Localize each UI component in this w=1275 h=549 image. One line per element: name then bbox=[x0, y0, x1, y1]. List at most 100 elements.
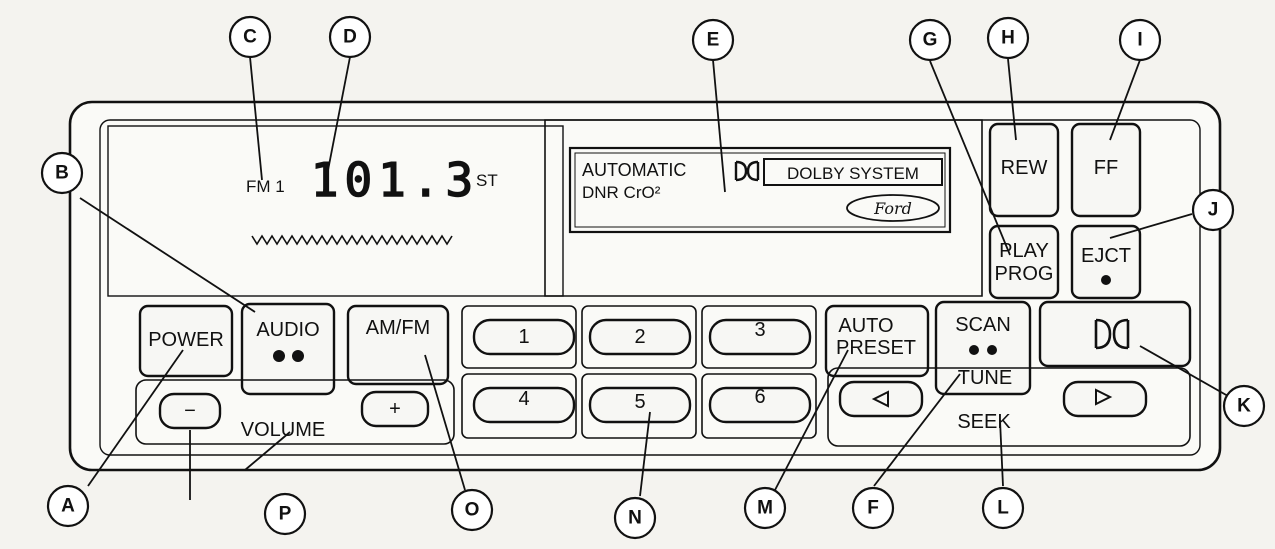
svg-text:J: J bbox=[1208, 200, 1219, 221]
svg-text:N: N bbox=[628, 508, 642, 529]
dolby-system-label: DOLBY SYSTEM bbox=[787, 164, 919, 183]
svg-text:F: F bbox=[867, 498, 879, 519]
automatic-label: AUTOMATIC bbox=[582, 160, 686, 180]
preset-3-label: 3 bbox=[754, 319, 765, 341]
eject-label: EJCT bbox=[1081, 245, 1131, 267]
preset-2-button[interactable] bbox=[588, 318, 692, 356]
preset-4-label: 4 bbox=[518, 388, 529, 410]
preset-1-frame bbox=[461, 305, 577, 369]
play-prog-button[interactable] bbox=[988, 224, 1060, 300]
play-prog-label-1: PLAY bbox=[999, 240, 1049, 262]
callout-p: P bbox=[263, 492, 307, 536]
dolby-system-box bbox=[763, 158, 943, 186]
callout-o: O bbox=[450, 488, 494, 532]
signal-meter bbox=[251, 234, 453, 246]
preset-6-label: 6 bbox=[754, 386, 765, 408]
preset-3-button[interactable] bbox=[708, 318, 812, 356]
preset-5-frame bbox=[581, 373, 697, 439]
svg-text:B: B bbox=[55, 163, 69, 184]
tune-label: TUNE bbox=[958, 367, 1012, 389]
svg-text:M: M bbox=[757, 498, 773, 519]
scan-label: SCAN bbox=[955, 314, 1011, 336]
svg-text:L: L bbox=[997, 498, 1009, 519]
preset-1-button[interactable] bbox=[472, 318, 576, 356]
svg-text:K: K bbox=[1237, 396, 1251, 417]
preset-4-button[interactable] bbox=[472, 386, 576, 424]
callout-c: C bbox=[228, 15, 272, 59]
ff-label: FF bbox=[1094, 157, 1118, 179]
dolby-icon bbox=[734, 160, 760, 182]
cassette-slot-inner bbox=[574, 152, 946, 228]
auto-preset-label-1: AUTO bbox=[838, 315, 893, 337]
am-fm-button[interactable] bbox=[346, 304, 450, 386]
dolby-nr-icon bbox=[1094, 318, 1130, 350]
display-window bbox=[107, 125, 564, 297]
rew-label: REW bbox=[1001, 157, 1048, 179]
preset-4-frame bbox=[461, 373, 577, 439]
volume-panel bbox=[135, 379, 455, 445]
preset-6-button[interactable] bbox=[708, 386, 812, 424]
callout-k: K bbox=[1222, 384, 1266, 428]
scan-dot-right bbox=[987, 345, 997, 355]
ford-logo-text: Ford bbox=[873, 199, 912, 218]
preset-2-label: 2 bbox=[634, 326, 645, 348]
callout-j: J bbox=[1191, 188, 1235, 232]
seek-panel bbox=[827, 367, 1191, 447]
preset-5-label: 5 bbox=[634, 391, 645, 413]
auto-preset-label-2: PRESET bbox=[836, 337, 916, 359]
callout-i: I bbox=[1118, 18, 1162, 62]
cassette-slot bbox=[568, 146, 952, 234]
callout-d: D bbox=[328, 15, 372, 59]
power-button[interactable] bbox=[138, 304, 234, 378]
preset-2-frame bbox=[581, 305, 697, 369]
audio-dot-left bbox=[273, 350, 285, 362]
band-indicator: FM 1 bbox=[246, 177, 285, 196]
audio-button[interactable] bbox=[240, 302, 336, 396]
callout-l: L bbox=[981, 486, 1025, 530]
frequency-readout: 101.3 bbox=[311, 153, 479, 207]
auto-preset-button[interactable] bbox=[824, 304, 930, 378]
play-prog-label-2: PROG bbox=[995, 263, 1054, 285]
scan-dot-left bbox=[969, 345, 979, 355]
svg-text:C: C bbox=[243, 27, 257, 48]
callout-e: E bbox=[691, 18, 735, 62]
svg-text:I: I bbox=[1137, 30, 1142, 51]
ff-button[interactable] bbox=[1070, 122, 1142, 218]
callout-b: B bbox=[40, 151, 84, 195]
eject-button[interactable] bbox=[1070, 224, 1142, 300]
seek-label: SEEK bbox=[957, 411, 1011, 433]
volume-label: VOLUME bbox=[241, 419, 325, 441]
volume-up-button[interactable] bbox=[360, 390, 430, 428]
volume-up-label: + bbox=[389, 398, 401, 420]
svg-text:D: D bbox=[343, 27, 357, 48]
callout-m: M bbox=[743, 486, 787, 530]
audio-dot-right bbox=[292, 350, 304, 362]
preset-6-frame bbox=[701, 373, 817, 439]
volume-down-label: − bbox=[184, 400, 196, 422]
seek-left-icon bbox=[871, 390, 889, 408]
rew-button[interactable] bbox=[988, 122, 1060, 218]
am-fm-label: AM/FM bbox=[366, 317, 430, 339]
power-label: POWER bbox=[148, 329, 224, 351]
dnr-label: DNR CrO² bbox=[582, 183, 661, 202]
svg-text:G: G bbox=[923, 30, 938, 51]
seek-right-icon bbox=[1095, 388, 1113, 406]
preset-3-frame bbox=[701, 305, 817, 369]
seek-down-button[interactable] bbox=[838, 380, 924, 418]
svg-text:A: A bbox=[61, 496, 75, 517]
cassette-door bbox=[544, 119, 983, 297]
callout-f: F bbox=[851, 486, 895, 530]
eject-indicator-dot bbox=[1101, 275, 1111, 285]
svg-text:O: O bbox=[465, 500, 480, 521]
scan-tune-button[interactable] bbox=[934, 300, 1032, 396]
svg-text:P: P bbox=[279, 504, 292, 525]
audio-label: AUDIO bbox=[256, 319, 319, 341]
leader-lines bbox=[79, 56, 1236, 500]
callout-a: A bbox=[46, 484, 90, 528]
stereo-indicator: ST bbox=[476, 171, 498, 190]
svg-text:E: E bbox=[707, 30, 720, 51]
callout-g: G bbox=[908, 18, 952, 62]
preset-5-button[interactable] bbox=[588, 386, 692, 424]
volume-down-button[interactable] bbox=[158, 392, 222, 430]
